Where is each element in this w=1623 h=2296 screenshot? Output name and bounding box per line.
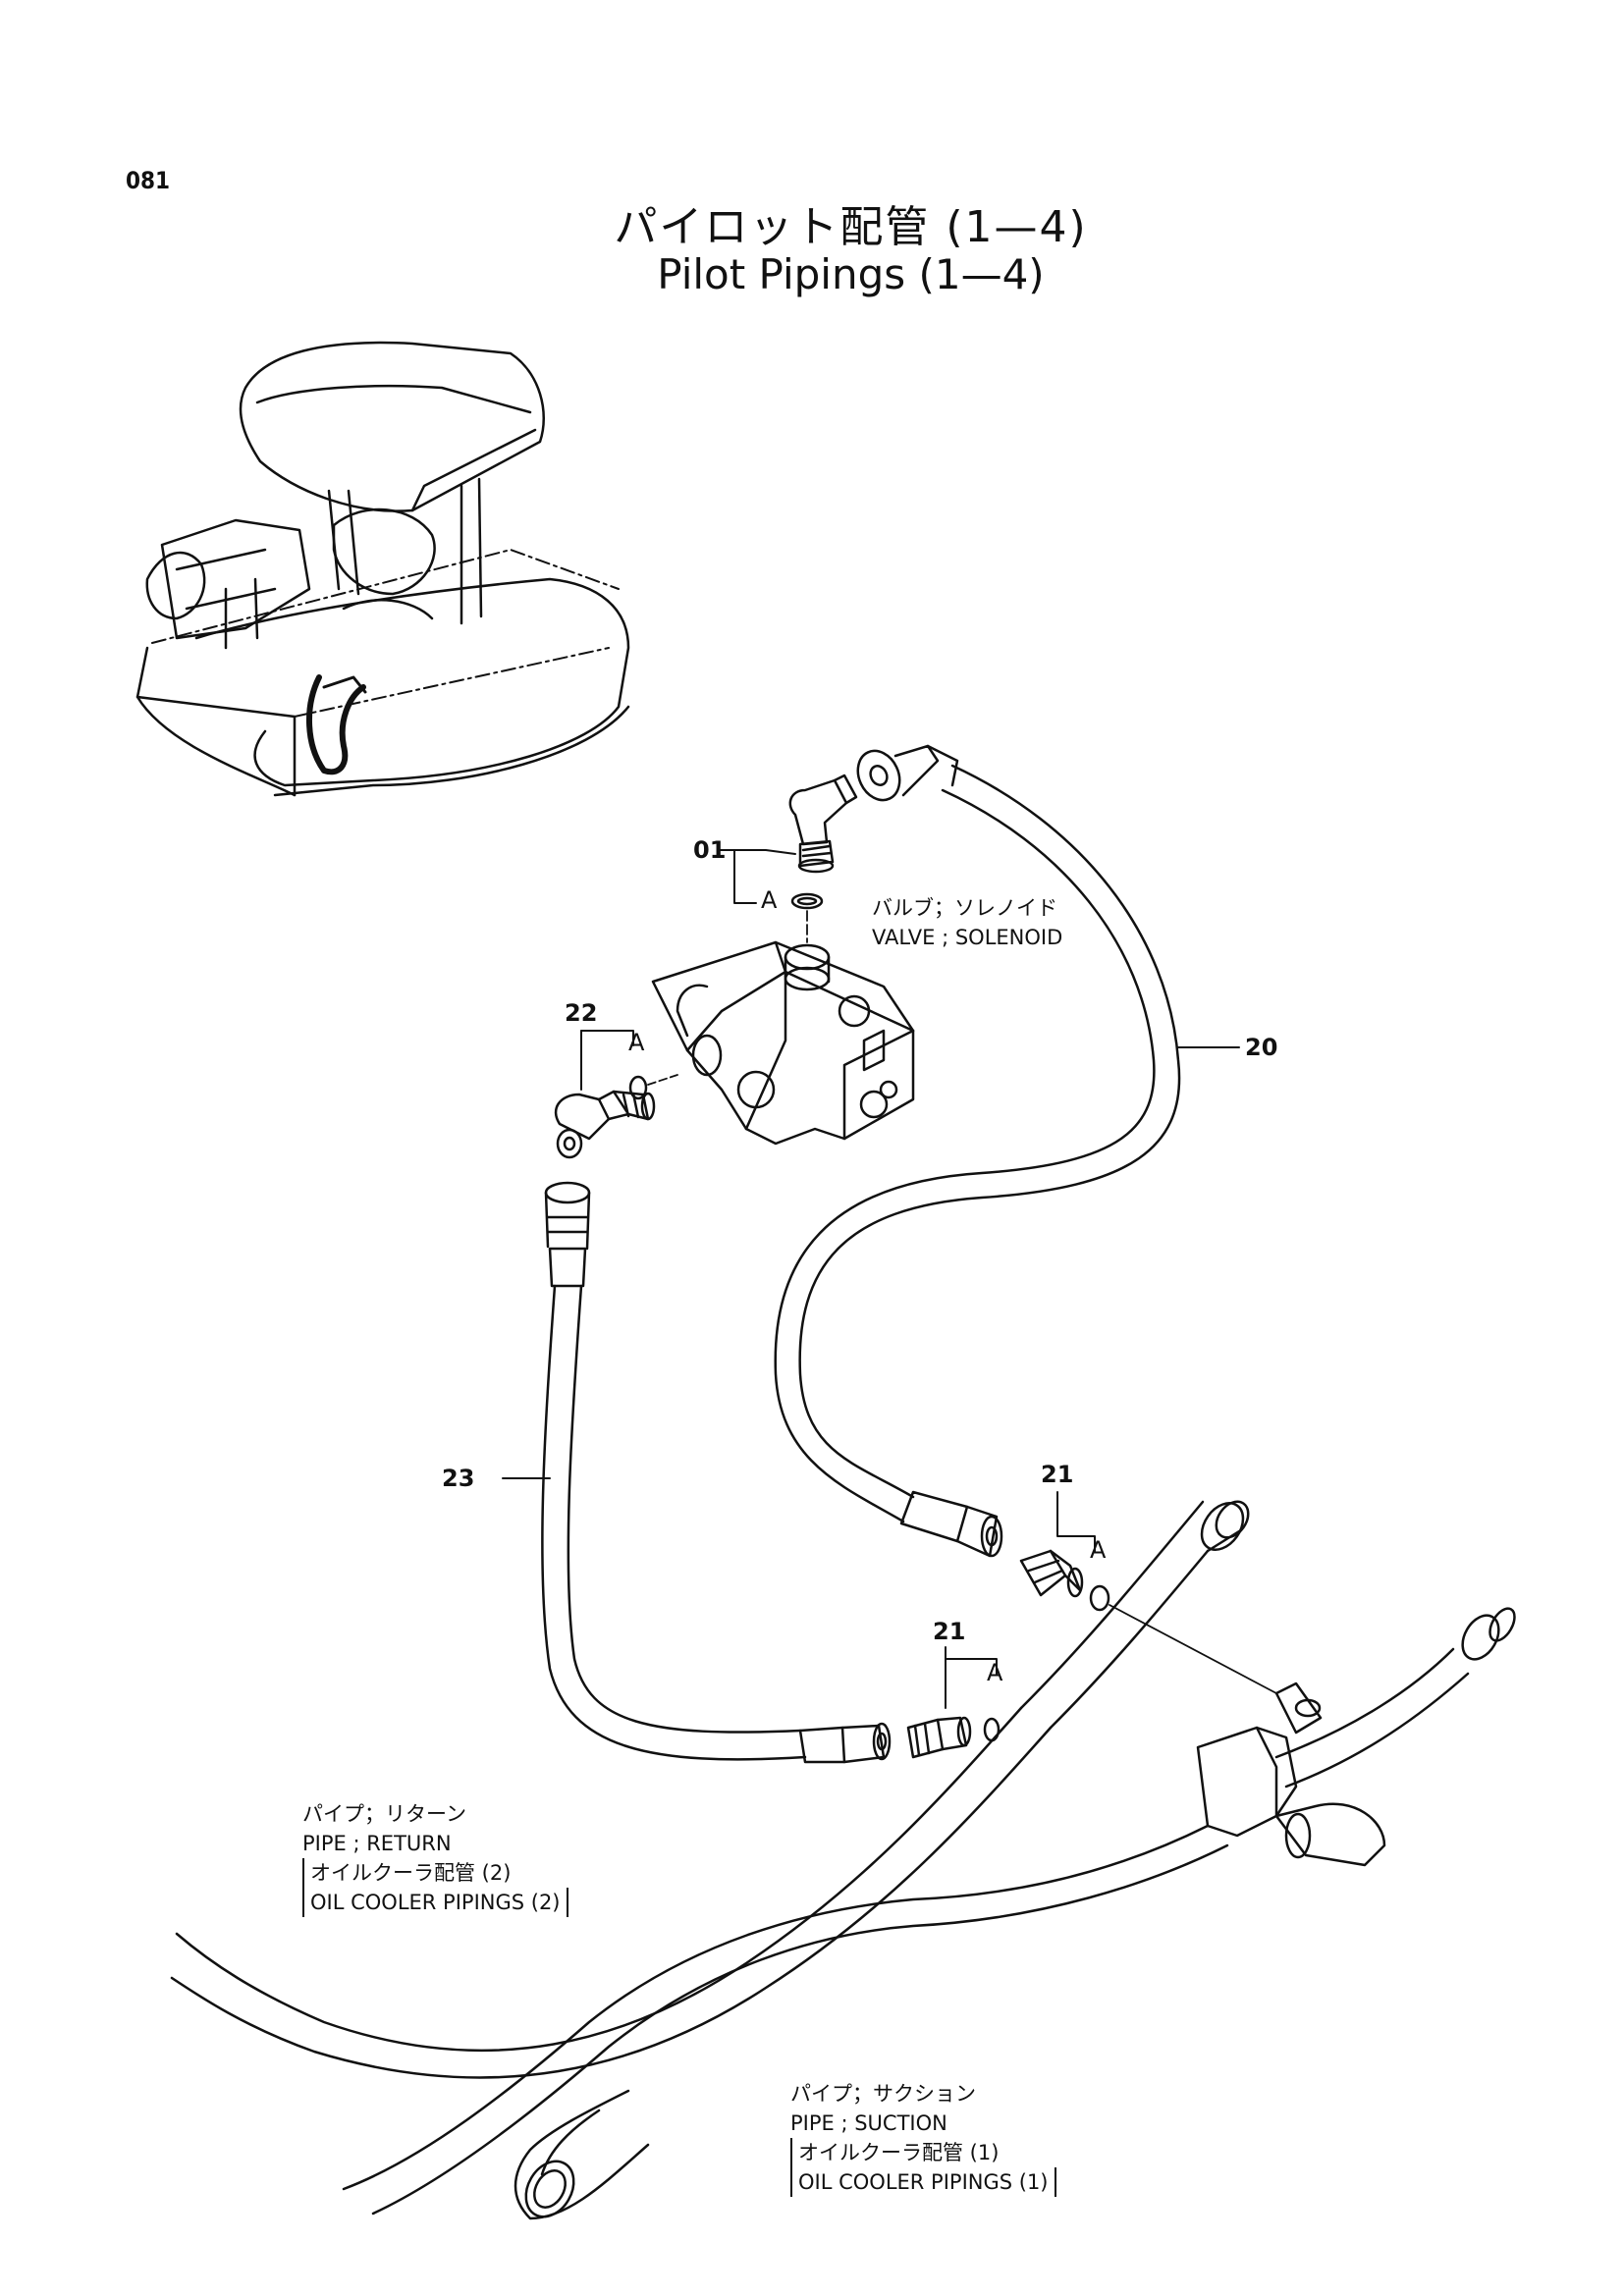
- return-label-ja: パイプ；リターン: [302, 1802, 466, 1826]
- valve-solenoid-label: バルブ；ソレノイド VALVE ; SOLENOID: [872, 893, 1062, 952]
- suction-ref-ja: オイルクーラ配管 (1): [798, 2141, 1000, 2164]
- part-number-21-upper: 21: [1041, 1461, 1074, 1488]
- page-title-japanese: パイロット配管 (1—4): [614, 202, 1088, 252]
- suction-ref-en: OIL COOLER PIPINGS (1): [798, 2167, 1056, 2197]
- part-number-20: 20: [1245, 1034, 1278, 1061]
- return-ref-bracket: オイルクーラ配管 (2) OIL COOLER PIPINGS (2): [302, 1858, 568, 1917]
- leader-lines: [502, 849, 1240, 1709]
- fitting-22-elbow: [554, 1074, 678, 1159]
- hose-20: [774, 744, 1181, 1558]
- suction-ref-bracket: オイルクーラ配管 (1) OIL COOLER PIPINGS (1): [790, 2138, 1056, 2197]
- page-title-english: Pilot Pipings (1—4): [657, 250, 1045, 298]
- seal-marker-a-21-lower: A: [987, 1659, 1003, 1686]
- fitting-01-elbow: [788, 774, 858, 943]
- solenoid-valve: [651, 940, 915, 1146]
- oil-cooler-pipes: [170, 1500, 1516, 2220]
- part-number-23: 23: [442, 1465, 475, 1492]
- part-number-01: 01: [693, 836, 727, 864]
- part-number-22: 22: [565, 999, 598, 1027]
- return-ref-ja: オイルクーラ配管 (2): [310, 1861, 512, 1885]
- machine-overview-illustration: [135, 341, 630, 797]
- return-label-en: PIPE ; RETURN: [302, 1832, 452, 1855]
- hose-23: [541, 1181, 892, 1764]
- fitting-21-lower: [906, 1716, 1001, 1759]
- seal-marker-a-22: A: [628, 1029, 645, 1056]
- suction-pipe-label: パイプ；サクション PIPE ; SUCTION オイルクーラ配管 (1) OI…: [790, 2079, 1056, 2197]
- valve-label-ja: バルブ；ソレノイド: [872, 896, 1057, 920]
- seal-marker-a-01: A: [761, 886, 778, 914]
- return-ref-en: OIL COOLER PIPINGS (2): [310, 1888, 568, 1917]
- return-pipe-label: パイプ；リターン PIPE ; RETURN オイルクーラ配管 (2) OIL …: [302, 1799, 568, 1917]
- fitting-21-upper: [1019, 1549, 1277, 1694]
- part-number-21-lower: 21: [933, 1618, 966, 1645]
- seal-marker-a-21-upper: A: [1090, 1536, 1107, 1564]
- suction-label-en: PIPE ; SUCTION: [790, 2111, 947, 2135]
- suction-label-ja: パイプ；サクション: [790, 2082, 976, 2106]
- page-number: 081: [126, 167, 171, 194]
- valve-label-en: VALVE ; SOLENOID: [872, 926, 1063, 949]
